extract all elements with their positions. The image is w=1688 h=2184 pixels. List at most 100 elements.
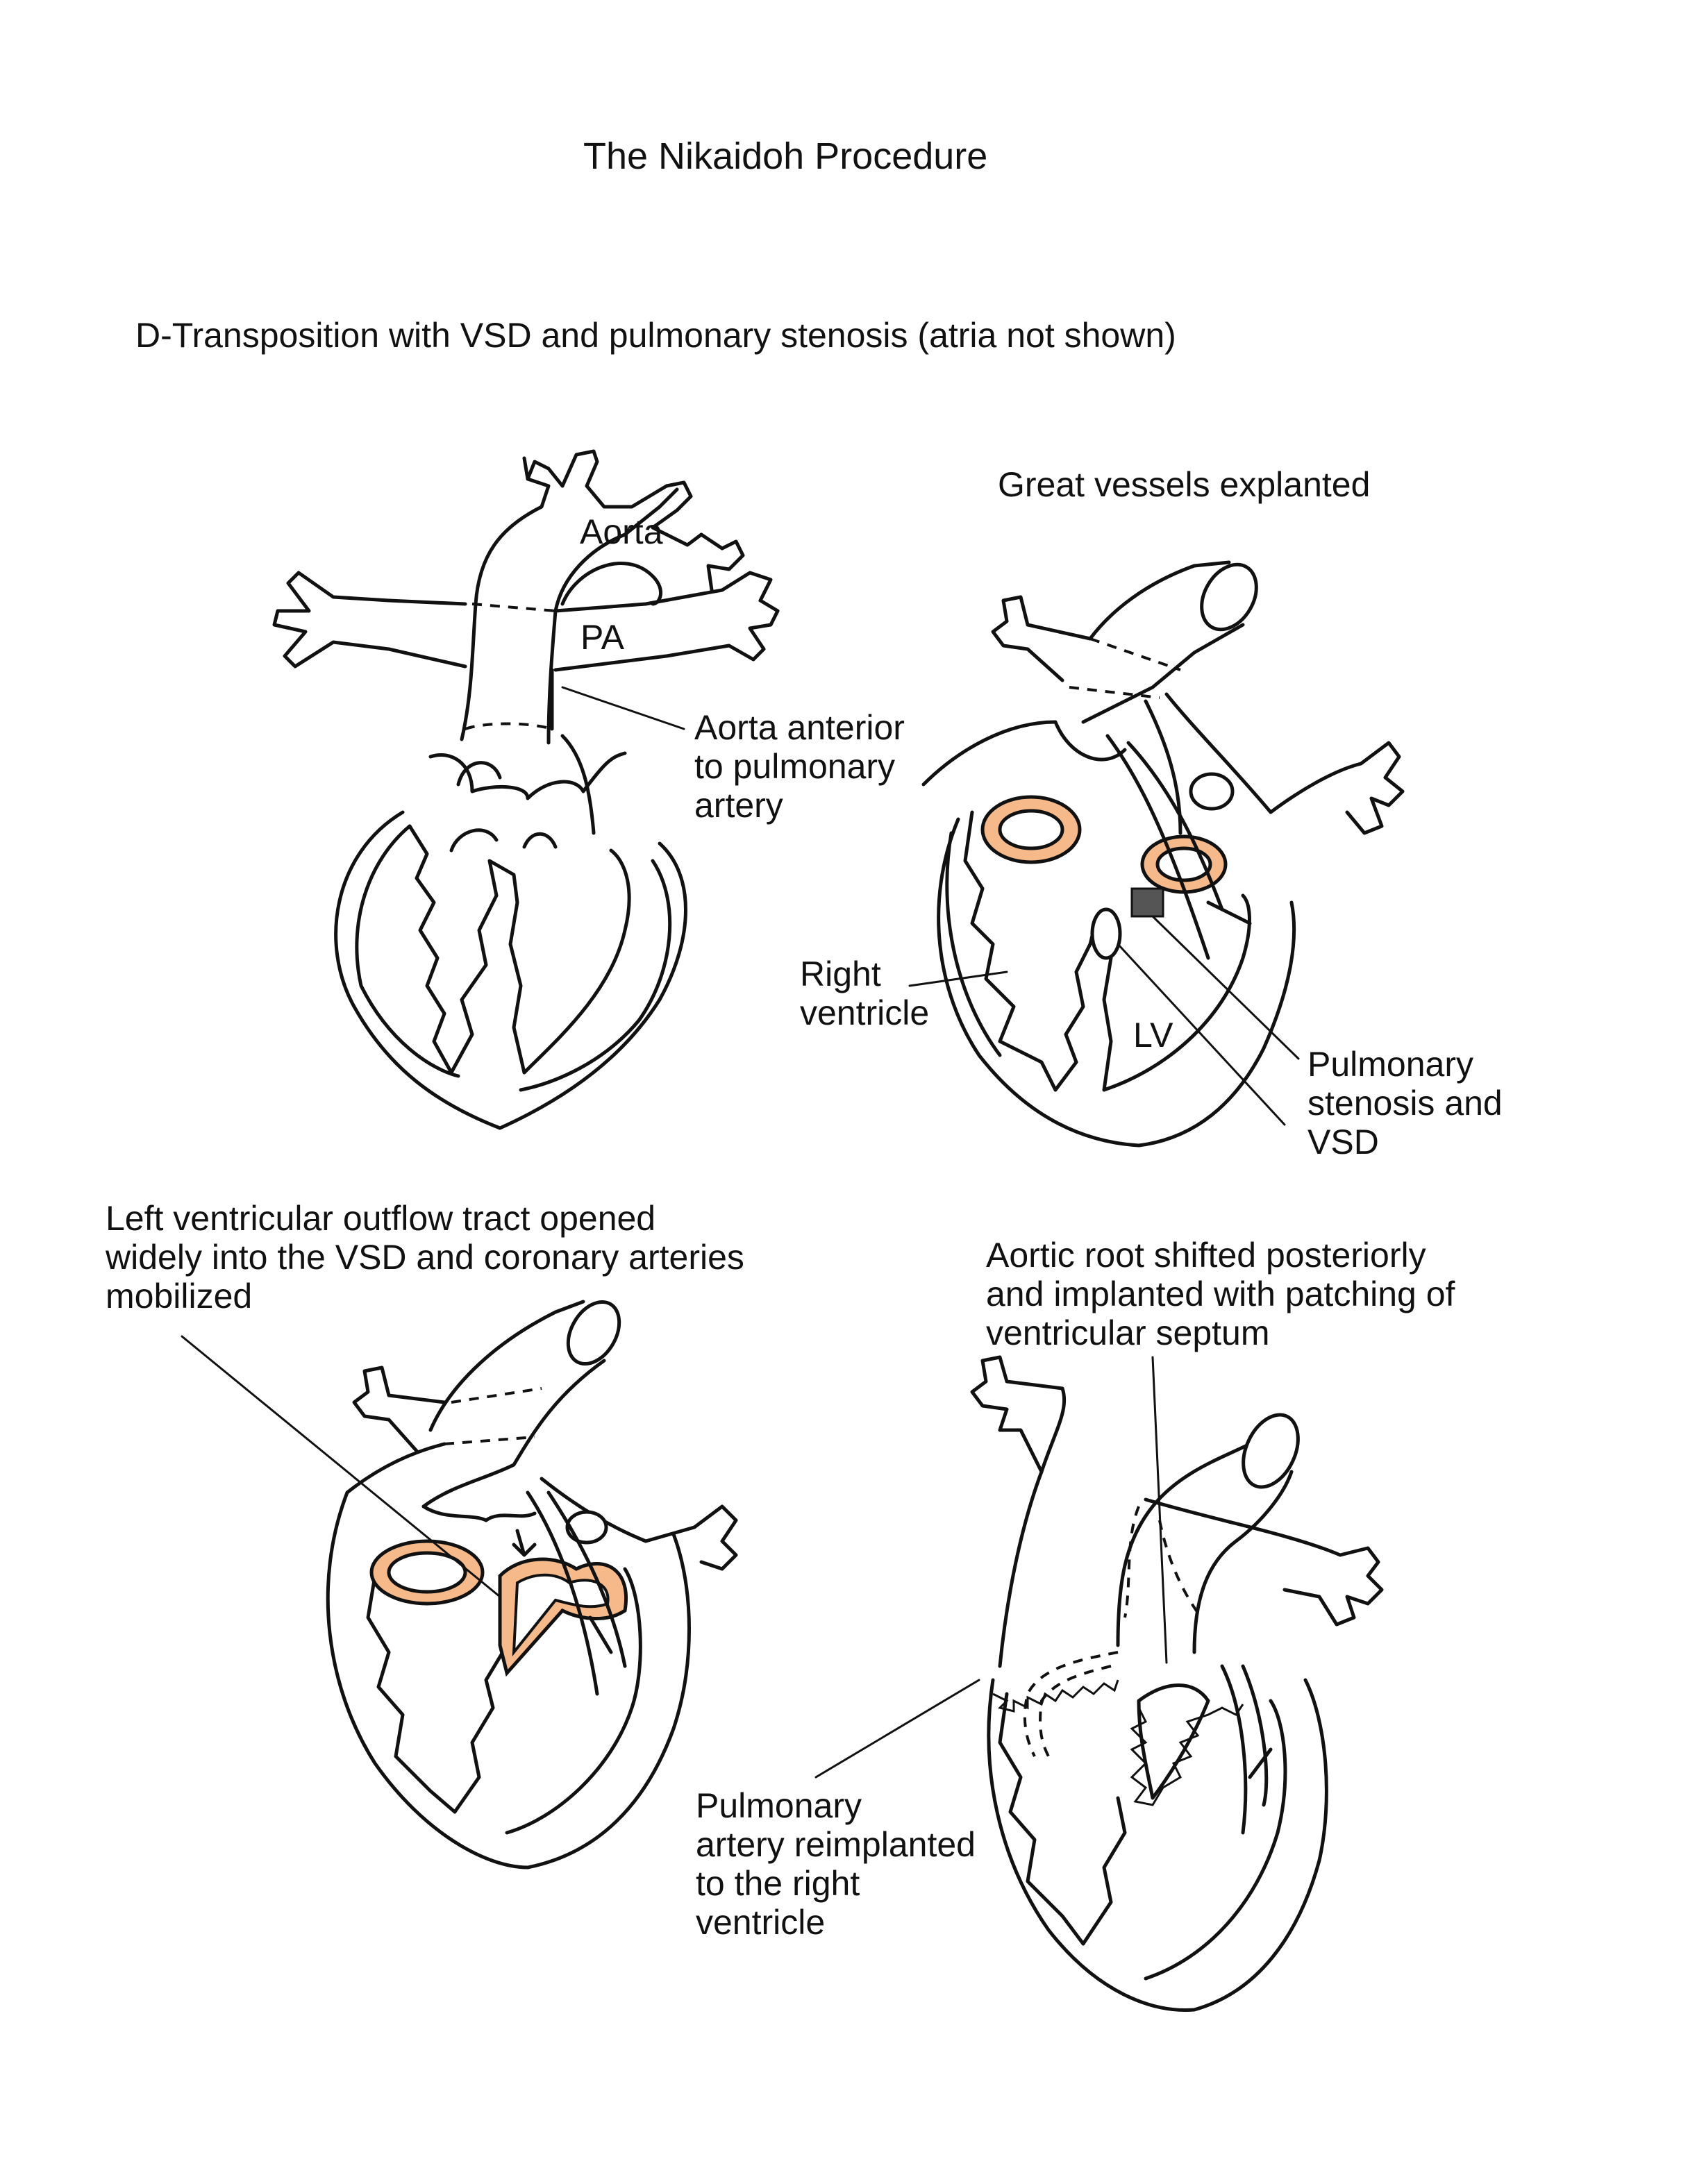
panel1-heart-outline (334, 810, 687, 1130)
aorta-label: Aorta (580, 512, 663, 551)
right-ventricle-label-line2: ventricle (800, 993, 930, 1032)
panel4-coronary-branch (1248, 1747, 1273, 1779)
panel4-pa-right-branch (1144, 1497, 1384, 1627)
panel4-heart-drawing (814, 1355, 1384, 2013)
panel3-rv-trabeculae (366, 1574, 457, 1814)
panel2-heart-drawing (908, 560, 1405, 1148)
pa-reimplanted-callout-line3: to the right (696, 1864, 860, 1903)
panel2-lv-wall (1102, 893, 1251, 1092)
pulmonary-stenosis-callout-line1: Pulmonary (1307, 1045, 1473, 1084)
panel1-trabeculae-right (408, 824, 453, 1075)
panel3-coronary-1 (526, 1490, 599, 1696)
panel1-pa-cut-line (465, 722, 553, 730)
panel1-valve-cusp-left (449, 828, 499, 852)
pa-reimplanted-callout-line2: artery reimplanted (696, 1825, 976, 1864)
lvot-caption-line3: mobilized (106, 1277, 253, 1316)
panel4-coronary-2 (1241, 1664, 1269, 1807)
panel4-caption-leader (1151, 1356, 1168, 1664)
pa-reimplanted-callout-line1: Pulmonary (696, 1786, 862, 1825)
right-ventricle-label-line1: Right (800, 955, 881, 993)
panel4-septal-patch (1137, 1683, 1210, 1800)
panel4-pa-reimplant-dashed-1 (1023, 1651, 1119, 1757)
panel1-callout-leader (561, 686, 685, 730)
panel1-ascending-aorta (460, 456, 551, 741)
panel1-arch-branch-2 (560, 449, 599, 488)
panel2-septum (1053, 914, 1113, 1092)
panel4-pa-behind-aorta-1 (1123, 1506, 1140, 1618)
panel3-aortic-trunk (428, 1300, 585, 1432)
panel3-heart-drawing (181, 1300, 738, 1870)
aorta-anterior-callout-line1: Aorta anterior (694, 708, 905, 747)
panel4-pa-trunk (998, 1386, 1067, 1668)
diagram-subtitle: D-Transposition with VSD and pulmonary s… (135, 316, 1176, 355)
pulmonary-stenosis-callout-line3: VSD (1307, 1123, 1379, 1161)
panel1-aorta-cut-line (471, 603, 556, 612)
panel3-shift-arrow (512, 1529, 537, 1557)
panel4-rv-trabeculae (998, 1692, 1085, 1946)
panel3-pa-branch-right (540, 1477, 738, 1571)
panel2-aorta-cut-line-2 (1069, 686, 1160, 699)
pa-label: PA (580, 618, 624, 657)
panel3-aortic-opening (566, 1300, 621, 1366)
panel1-left-ventricle-wall (519, 859, 672, 1092)
panel3-coronary-branch (588, 1615, 613, 1654)
panel2-pa-branch-left (991, 595, 1092, 682)
panel1-valve-cusp-right (522, 832, 558, 849)
lvot-caption-line2: widely into the VSD and coronary arterie… (106, 1238, 744, 1277)
panel4-pa-left-branch (970, 1355, 1064, 1474)
panel3-ventricular-cut (345, 1442, 446, 1495)
panel2-aortic-trunk (1088, 560, 1231, 641)
panel2-heart-outline (937, 817, 1296, 1148)
panel3-pa-branch-left (352, 1366, 446, 1453)
panel2-vsd-leader (1117, 943, 1286, 1126)
panel4-suture-line-patch (1130, 1704, 1244, 1806)
panel2-vsd (1090, 907, 1122, 960)
panel4-lv-wall (1144, 1699, 1287, 1981)
panel1-arch-branch-3 (585, 484, 634, 509)
aortic-root-caption-line1: Aortic root shifted posteriorly (986, 1236, 1426, 1275)
panel2-aortic-opening (1200, 562, 1258, 632)
panel3-aortic-trunk-lower (421, 1359, 606, 1509)
panel1-septum (449, 859, 526, 1075)
panel2-stenosis-leader (1151, 915, 1300, 1060)
panel3-aorta-cut-line-2 (444, 1436, 535, 1445)
lvot-caption-line1: Left ventricular outflow tract opened (106, 1199, 656, 1238)
panel3-callout-leader (181, 1335, 501, 1598)
panel1-descending-aorta (699, 532, 745, 592)
panel1-pa-right-branch (553, 571, 780, 672)
panel4-suture-line-pa (992, 1679, 1119, 1713)
panel2-ventricular-cut (921, 720, 1127, 787)
panel2-pulmonary-stenosis (1130, 887, 1164, 918)
panel3-aortic-valve-ring-inner (387, 1551, 467, 1594)
lv-label: LV (1133, 1016, 1173, 1055)
panel3-septum (453, 1643, 509, 1814)
panel2-pa-opening (1189, 772, 1235, 811)
panel3-pa-opening (565, 1510, 608, 1545)
panel4-septum (1081, 1796, 1127, 1946)
panel2-coronary-2 (1126, 741, 1224, 912)
panel1-pa-left-branch (272, 571, 467, 669)
panel3-aortic-root-cut (421, 1504, 537, 1522)
aorta-anterior-callout-line2: to pulmonary (694, 747, 896, 786)
panel4-aortic-opening (1242, 1413, 1300, 1489)
panel4-pa-reimplant-dashed-2 (1039, 1665, 1112, 1757)
panel3-coronary-2 (546, 1490, 627, 1668)
panel1-lv-inner (522, 848, 631, 1075)
pa-reimplanted-callout-line4: ventricle (696, 1903, 826, 1942)
panel2-pa-branch-right (1164, 692, 1405, 835)
aortic-root-caption-line2: and implanted with patching of (986, 1275, 1455, 1313)
panel4-heart-outline (987, 1678, 1328, 2013)
panel2-rv-trabeculae (963, 810, 1058, 1092)
panel1-heart-drawing (272, 449, 780, 1130)
panel4-pa-behind-aorta-2 (1158, 1520, 1203, 1619)
panel1-aortic-root-base (456, 761, 502, 787)
panel4-ascending-aorta (1116, 1442, 1252, 1647)
panel1-coronary-artery (560, 734, 596, 835)
panel2-aortic-valve-ring-inner (998, 809, 1064, 850)
panel2-rv-leader (908, 971, 1008, 987)
panel3-heart-outline (326, 1490, 691, 1870)
aorta-anterior-callout-line3: artery (694, 786, 783, 825)
panel4-aorta-right-wall (1192, 1470, 1294, 1654)
panel2-aorta-cut-line-1 (1089, 637, 1181, 671)
